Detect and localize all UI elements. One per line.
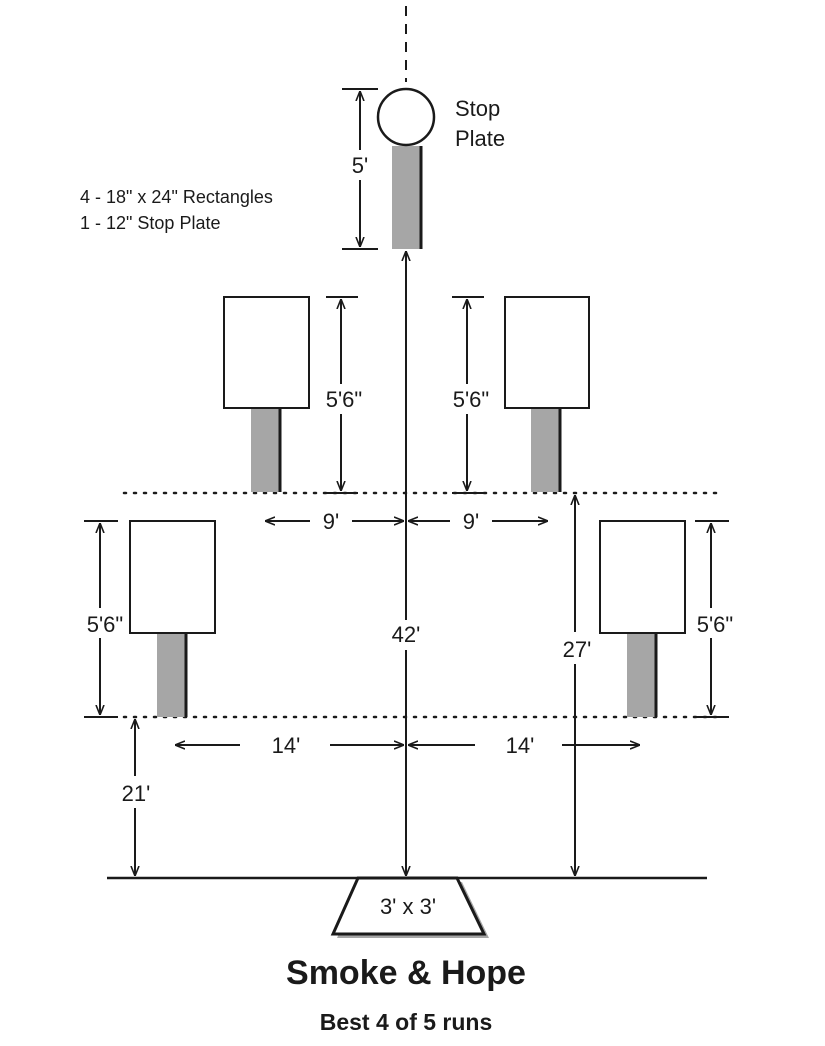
lower-left-target-post: [157, 633, 186, 717]
stage-subtitle: Best 4 of 5 runs: [320, 1009, 493, 1035]
stage-title: Smoke & Hope: [286, 954, 526, 992]
lower-row-distance: 21': [122, 781, 151, 806]
lower-right-offset: 14': [506, 733, 535, 758]
upper-left-height: 5'6": [326, 387, 362, 412]
stop-plate-post: [392, 146, 421, 249]
center-distance: 42': [392, 622, 421, 647]
upper-right-target-post: [531, 408, 560, 492]
stop-plate-height: 5': [352, 153, 368, 178]
upper-left-target: [223, 296, 310, 409]
note-line2: 1 - 12" Stop Plate: [80, 213, 220, 233]
upper-left-offset: 9': [323, 509, 339, 534]
stop-plate: [376, 87, 436, 147]
lower-left-offset: 14': [272, 733, 301, 758]
shooting-box: [330, 876, 487, 936]
upper-right-offset: 9': [463, 509, 479, 534]
upper-right-target: [504, 296, 590, 409]
lower-right-target: [599, 520, 686, 634]
lower-left-height: 5'6": [87, 612, 123, 637]
stop-plate-label-line2: Plate: [455, 126, 505, 151]
upper-row-distance: 27': [563, 637, 592, 662]
note-line1: 4 - 18" x 24" Rectangles: [80, 187, 273, 207]
upper-right-height: 5'6": [453, 387, 489, 412]
lower-right-height: 5'6": [697, 612, 733, 637]
lower-left-target: [129, 520, 216, 634]
stop-plate-label-line1: Stop: [455, 96, 500, 121]
upper-left-target-post: [251, 408, 280, 492]
shooting-box-label: 3' x 3': [380, 894, 436, 919]
lower-right-target-post: [627, 633, 656, 717]
